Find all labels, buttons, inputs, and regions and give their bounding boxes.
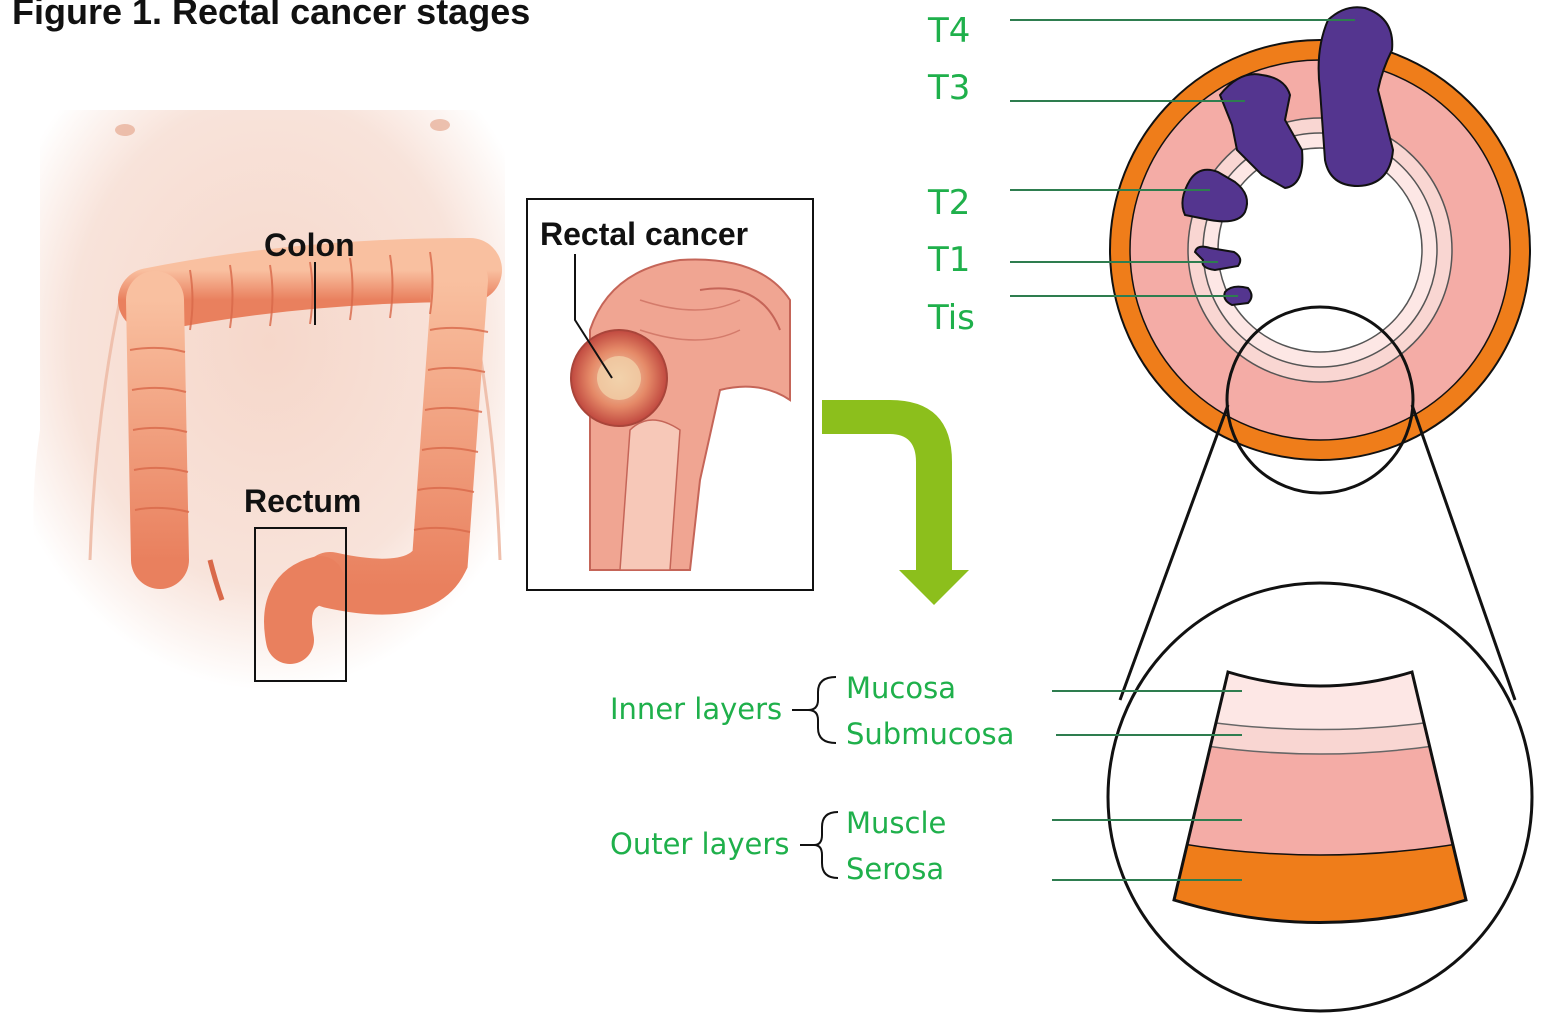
stage-label-t4: T4	[927, 11, 970, 51]
stage-label-t1: T1	[927, 240, 970, 280]
outer-layers-brace	[800, 812, 838, 878]
colon-label: Colon	[264, 227, 355, 263]
rectal-cancer-inset: Rectal cancer	[527, 199, 813, 590]
rectum-cross-section	[1110, 7, 1530, 493]
stage-label-tis: Tis	[927, 298, 975, 338]
inner-layers-brace	[792, 677, 836, 743]
serosa-label: Serosa	[846, 852, 944, 886]
rectum-label: Rectum	[244, 483, 361, 519]
mucosa-label: Mucosa	[846, 671, 956, 705]
inset-label: Rectal cancer	[540, 216, 748, 252]
stage-label-t3: T3	[927, 68, 970, 108]
down-right-arrow-icon	[822, 400, 969, 605]
muscle-label: Muscle	[846, 806, 946, 840]
figure-title: Figure 1. Rectal cancer stages	[12, 0, 530, 32]
submucosa-label: Submucosa	[846, 717, 1014, 751]
lumen	[1218, 148, 1422, 352]
stage-label-t2: T2	[927, 183, 970, 223]
outer-layers-label: Outer layers	[610, 827, 789, 861]
inner-layers-label: Inner layers	[610, 692, 782, 726]
